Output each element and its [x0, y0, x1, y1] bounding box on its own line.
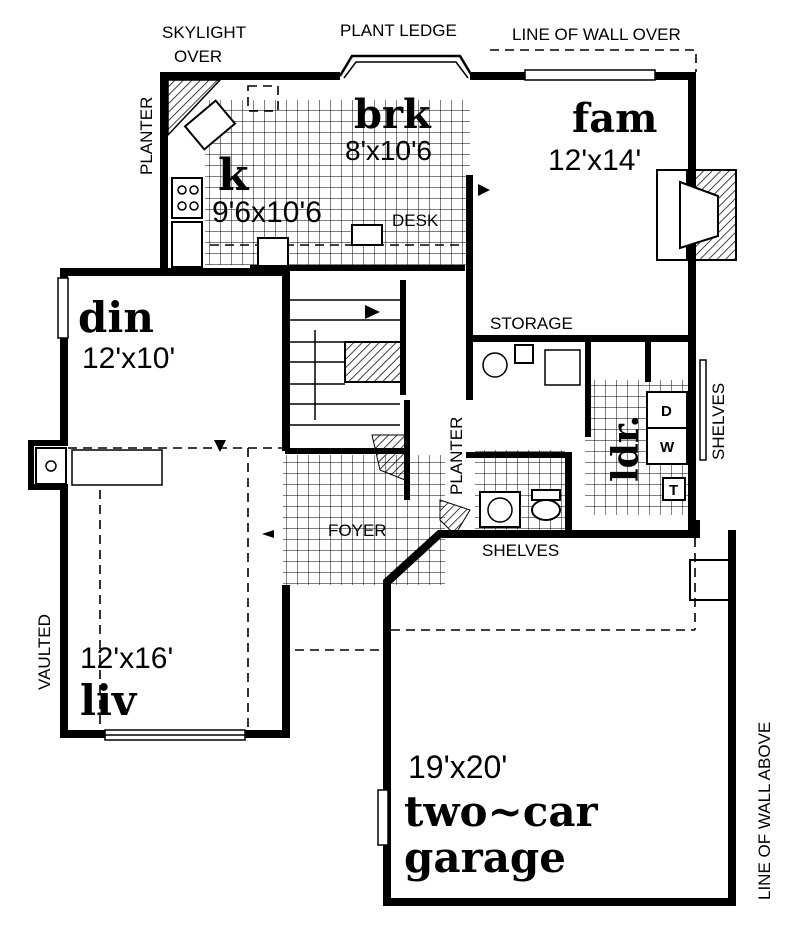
- living-name: liv: [80, 676, 138, 725]
- dining-size: 12'x10': [82, 342, 175, 375]
- garage-size: 19'x20': [408, 749, 507, 785]
- arrows: [214, 184, 490, 538]
- tub-label: T: [669, 482, 678, 499]
- shelves-laundry-note: SHELVES: [709, 383, 728, 460]
- garage-name-line2: garage: [404, 833, 566, 882]
- breakfast-name: brk: [354, 91, 432, 138]
- shelves-bath-note: SHELVES: [482, 541, 559, 560]
- tile-floor-kitchen-breakfast: [205, 100, 470, 265]
- staircase: [290, 299, 471, 536]
- kitchen-fixtures: [167, 79, 383, 268]
- desk-note: DESK: [392, 211, 439, 230]
- garage-name-line1: two~car: [404, 787, 599, 836]
- storage-note: STORAGE: [490, 314, 573, 333]
- laundry-name: ldr.: [605, 415, 647, 482]
- windows: [57, 69, 736, 846]
- planter-stair-note: PLANTER: [447, 417, 466, 495]
- foyer-note: FOYER: [328, 521, 387, 540]
- dryer-label: D: [661, 403, 672, 420]
- dining-bay: [35, 447, 163, 486]
- dashed-lines: [68, 49, 697, 730]
- family-name: fam: [572, 95, 657, 142]
- bath-fixtures: [479, 344, 581, 528]
- line-of-wall-over-note: LINE OF WALL OVER: [512, 25, 681, 44]
- planter-kitchen-note: PLANTER: [137, 97, 156, 175]
- vaulted-note: VAULTED: [35, 614, 54, 690]
- kitchen-name: k: [218, 150, 250, 201]
- plant-ledge-note: PLANT LEDGE: [340, 21, 457, 40]
- family-size: 12'x14': [548, 144, 641, 177]
- skylight-note-line1: SKYLIGHT: [162, 23, 246, 42]
- skylight-note-line2: OVER: [174, 47, 222, 66]
- dining-name: din: [78, 293, 154, 342]
- laundry-appliances: [646, 359, 707, 501]
- living-size: 12'x16': [80, 642, 173, 675]
- line-of-wall-above-note: LINE OF WALL ABOVE: [755, 722, 774, 900]
- fireplace: [656, 169, 737, 261]
- washer-label: W: [660, 439, 675, 456]
- kitchen-size: 9'6x10'6: [212, 196, 322, 229]
- bay-window: [338, 54, 474, 79]
- breakfast-size: 8'x10'6: [345, 135, 432, 166]
- tile-floor-foyer: [283, 455, 445, 585]
